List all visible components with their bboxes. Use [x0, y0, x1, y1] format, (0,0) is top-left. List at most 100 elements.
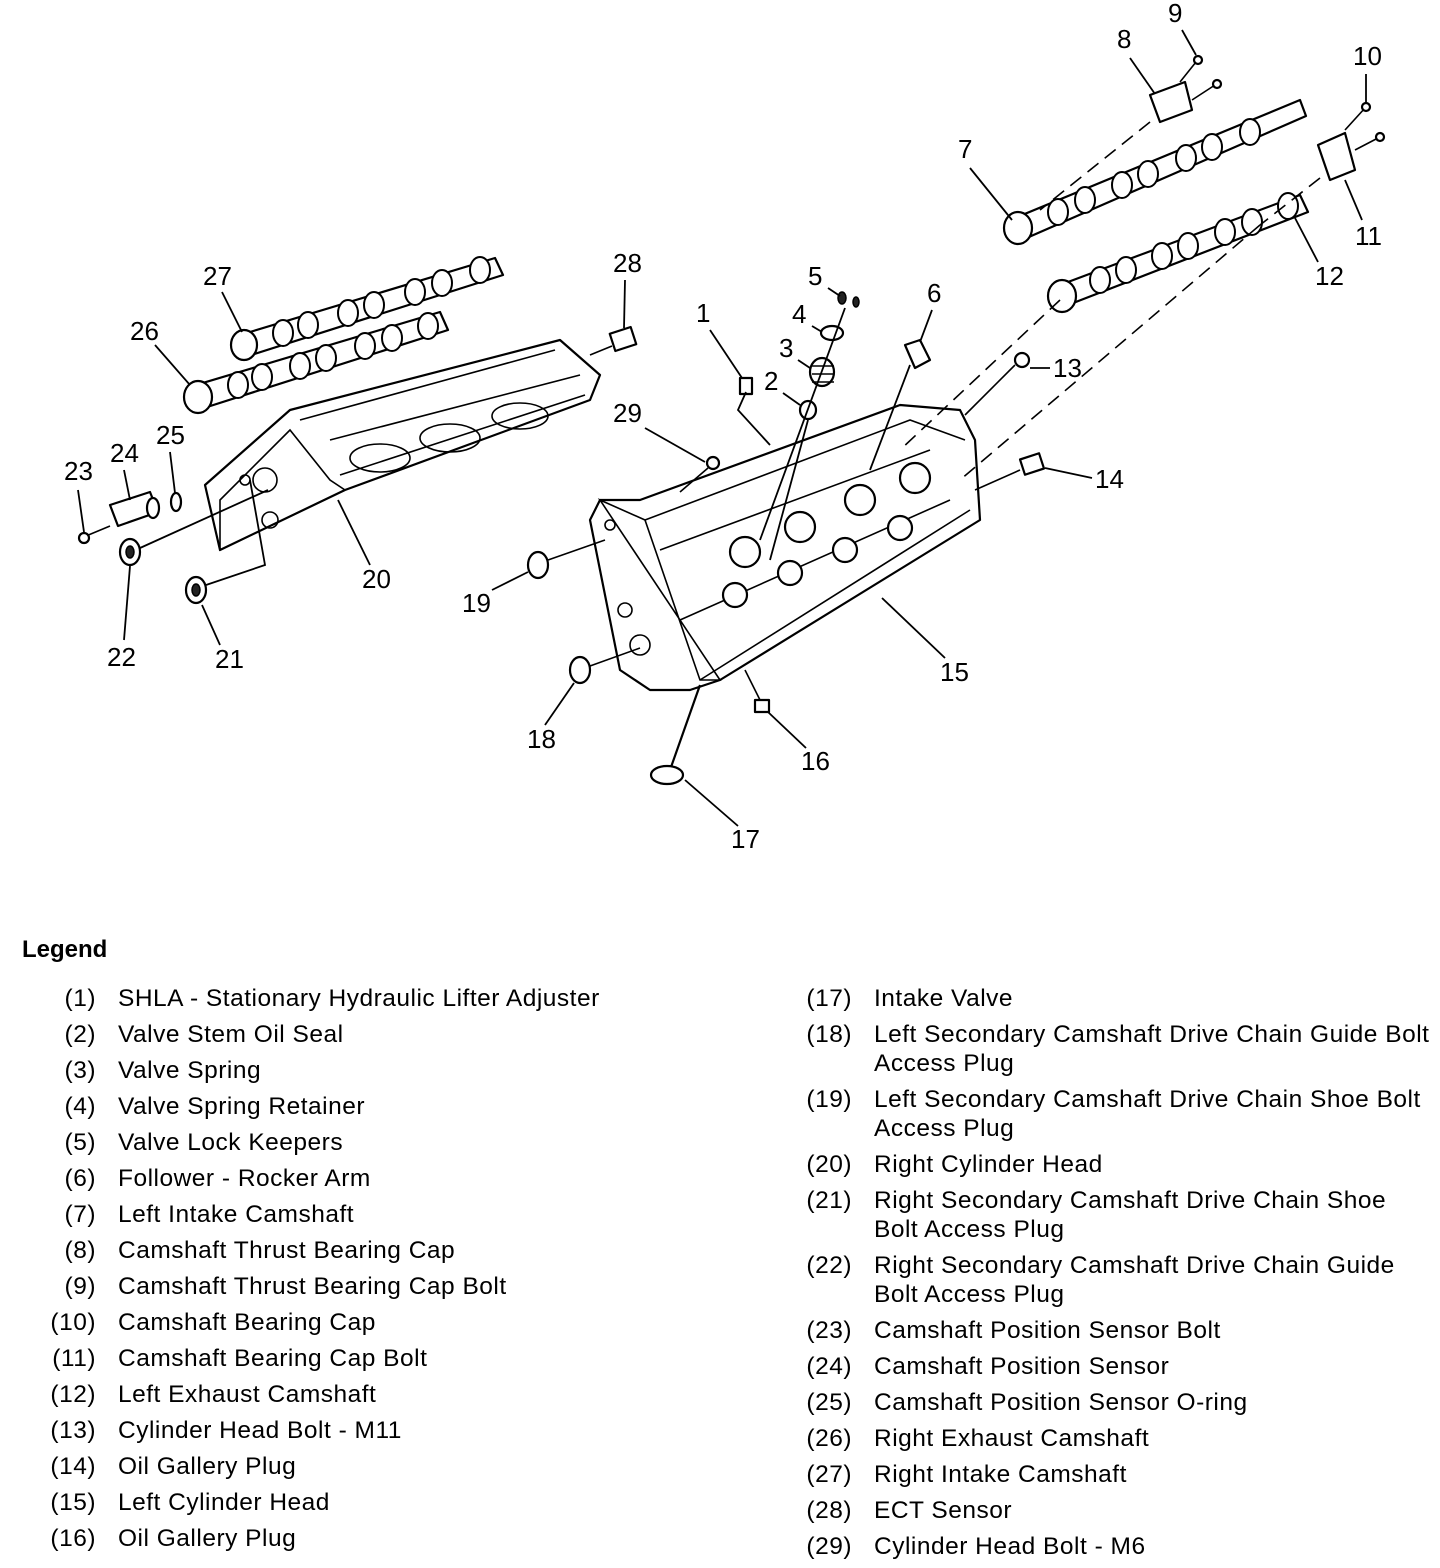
legend-item-number: (1)	[64, 985, 96, 1012]
legend-item-text: Camshaft Bearing Cap	[118, 1309, 376, 1336]
legend-item-text: Camshaft Position Sensor	[874, 1353, 1170, 1380]
legend-item-number: (18)	[806, 1021, 852, 1048]
legend-item-text: Oil Gallery Plug	[118, 1525, 297, 1552]
legend-item: (1) SHLA - Stationary Hydraulic Lifter Ad…	[20, 984, 740, 1013]
legend-item-number: (4)	[64, 1093, 96, 1120]
callout-18: 18	[527, 724, 556, 754]
legend-item-text: Right Cylinder Head	[874, 1151, 1103, 1178]
callout-22: 22	[107, 642, 136, 672]
right-chain-shoe-plug	[184, 575, 208, 605]
legend-item: (20) Right Cylinder Head	[804, 1150, 1430, 1179]
legend-item-text: Left Intake Camshaft	[118, 1201, 355, 1228]
callout-27: 27	[203, 261, 232, 291]
legend-item-number: (19)	[806, 1086, 852, 1113]
legend-item-text: SHLA - Stationary Hydraulic Lifter Adjus…	[118, 985, 600, 1012]
callout-6: 6	[927, 278, 941, 308]
callout-7: 7	[958, 134, 972, 164]
legend-item-text: Camshaft Thrust Bearing Cap	[118, 1237, 456, 1264]
legend-item-text: Left Secondary Camshaft Drive Chain Guid…	[874, 1021, 1430, 1077]
legend-item: (16) Oil Gallery Plug	[20, 1524, 740, 1553]
callout-11: 11	[1355, 221, 1382, 251]
legend-item: (23) Camshaft Position Sensor Bolt	[804, 1316, 1430, 1345]
legend-item-text: Valve Stem Oil Seal	[118, 1021, 344, 1048]
legend-item: (8)Camshaft Thrust Bearing Cap	[20, 1236, 740, 1265]
legend-item: (12)Left Exhaust Camshaft	[20, 1380, 740, 1409]
callout-9: 9	[1168, 0, 1182, 28]
callout-14: 14	[1095, 464, 1124, 494]
callout-2: 2	[764, 366, 778, 396]
legend-item-number: (22)	[806, 1252, 852, 1279]
callout-1: 1	[696, 298, 710, 328]
legend-item-number: (9)	[64, 1273, 96, 1300]
cylinder-head-bolt-m11	[964, 351, 1031, 416]
callout-19: 19	[462, 588, 491, 618]
callout-25: 25	[156, 420, 185, 450]
legend-item-number: (23)	[806, 1317, 852, 1344]
legend-item: (2) Valve Stem Oil Seal	[20, 1020, 740, 1049]
callout-13: 13	[1053, 353, 1082, 383]
callout-5: 5	[808, 261, 822, 291]
legend-item-text: Valve Spring	[118, 1057, 262, 1084]
legend-item-number: (2)	[64, 1021, 96, 1048]
callout-4: 4	[792, 299, 806, 329]
legend-item: (9)Camshaft Thrust Bearing Cap Bolt	[20, 1272, 740, 1301]
legend-title: Legend	[22, 936, 108, 963]
legend-item: (10)Camshaft Bearing Cap	[20, 1308, 740, 1337]
callout-3: 3	[779, 333, 793, 363]
legend-item-number: (16)	[50, 1525, 96, 1552]
callout-24: 24	[110, 438, 139, 468]
legend-item-text: Camshaft Position Sensor Bolt	[874, 1317, 1221, 1344]
camshaft-position-sensor-o-ring	[169, 491, 183, 513]
left-intake-camshaft	[1002, 98, 1308, 246]
callouts: 1 2 3 4 5 6 7 8 9 10 11 12 13	[64, 0, 1382, 854]
legend-item: (28)ECT Sensor	[804, 1496, 1430, 1525]
callout-16: 16	[801, 746, 830, 776]
legend-item-number: (21)	[806, 1187, 852, 1214]
left-cylinder-head	[588, 403, 982, 692]
legend-item-number: (27)	[806, 1461, 852, 1488]
camshaft-bearing-cap	[1316, 101, 1386, 182]
right-exhaust-camshaft	[182, 310, 450, 415]
callout-15: 15	[940, 657, 969, 687]
callout-21: 21	[215, 644, 244, 674]
left-chain-guide-plug	[568, 647, 641, 685]
legend-item-number: (20)	[806, 1151, 852, 1178]
legend: Legend (1) SHLA - Stationary Hydraulic Li…	[20, 936, 1430, 1560]
legend-item-number: (5)	[64, 1129, 96, 1156]
legend-item: (21)Right Secondary Camshaft Drive Chain…	[804, 1186, 1430, 1244]
legend-item-number: (6)	[64, 1165, 96, 1192]
callout-8: 8	[1117, 24, 1131, 54]
legend-item: (5)Valve Lock Keepers	[20, 1128, 740, 1157]
callout-12: 12	[1315, 261, 1344, 291]
legend-item-number: (14)	[50, 1453, 96, 1480]
legend-item-text: Cylinder Head Bolt - M6	[874, 1533, 1146, 1560]
legend-item-number: (24)	[806, 1353, 852, 1380]
legend-item-text: Right Secondary Camshaft Drive Chain Gui…	[874, 1252, 1395, 1308]
legend-item-text: Intake Valve	[874, 985, 1014, 1012]
legend-item-text: Camshaft Position Sensor O-ring	[874, 1389, 1248, 1416]
legend-item-number: (17)	[806, 985, 852, 1012]
legend-item: (19) Left Secondary Camshaft Drive Chain …	[804, 1085, 1430, 1143]
legend-item-text: Right Intake Camshaft	[874, 1461, 1127, 1488]
legend-item: (18) Left Secondary Camshaft Drive Chain …	[804, 1020, 1430, 1078]
callout-20: 20	[362, 564, 391, 594]
legend-item: (22) Right Secondary Camshaft Drive Chain…	[804, 1251, 1430, 1309]
legend-item-number: (3)	[64, 1057, 96, 1084]
legend-item: (29)Cylinder Head Bolt - M6	[804, 1532, 1430, 1561]
callout-28: 28	[613, 248, 642, 278]
legend-item-text: Left Secondary Camshaft Drive Chain Shoe…	[874, 1086, 1421, 1142]
callout-17: 17	[731, 824, 760, 854]
legend-item-number: (26)	[806, 1425, 852, 1452]
follower-rocker-arm	[903, 338, 932, 370]
valve-spring-retainer	[819, 324, 845, 342]
legend-item: (24) Camshaft Position Sensor	[804, 1352, 1430, 1381]
camshaft-thrust-bearing-cap	[1148, 54, 1223, 124]
legend-item-number: (11)	[52, 1345, 96, 1372]
callout-29: 29	[613, 398, 642, 428]
legend-item: (7)Left Intake Camshaft	[20, 1200, 740, 1229]
right-intake-camshaft	[229, 256, 505, 362]
ect-sensor	[589, 325, 638, 356]
legend-item-text: Camshaft Bearing Cap Bolt	[118, 1345, 428, 1372]
exploded-view-diagram: 1 2 3 4 5 6 7 8 9 10 11 12 13	[64, 0, 1386, 854]
legend-item: (13)Cylinder Head Bolt - M11	[20, 1416, 740, 1445]
